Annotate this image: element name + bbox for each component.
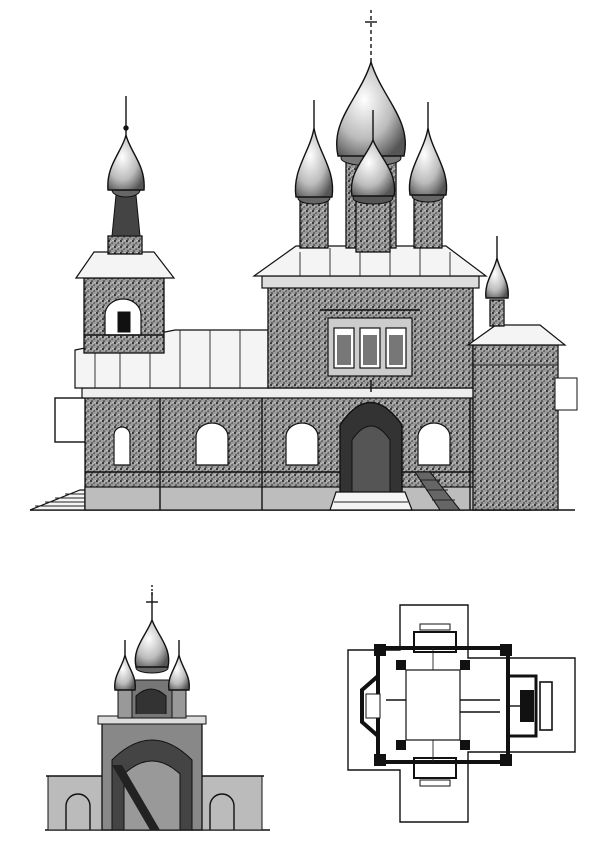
- plan-view: [347, 604, 576, 823]
- apse: [466, 236, 578, 511]
- plinth: [84, 486, 531, 511]
- right-stairs: [414, 471, 462, 511]
- nave-cornice: [81, 387, 534, 399]
- bell-tower-dome: [107, 134, 145, 191]
- bell-tower: [74, 96, 176, 354]
- left-annex-wall: [54, 397, 88, 443]
- central-block: [252, 245, 488, 389]
- facade-elevation: [29, 10, 578, 511]
- section-view: [45, 585, 270, 831]
- left-stairs: [29, 489, 86, 511]
- plan-outline: [347, 604, 576, 823]
- plan-walls: [360, 623, 553, 787]
- central-domes: [294, 10, 448, 253]
- entrance-porch: [329, 380, 413, 511]
